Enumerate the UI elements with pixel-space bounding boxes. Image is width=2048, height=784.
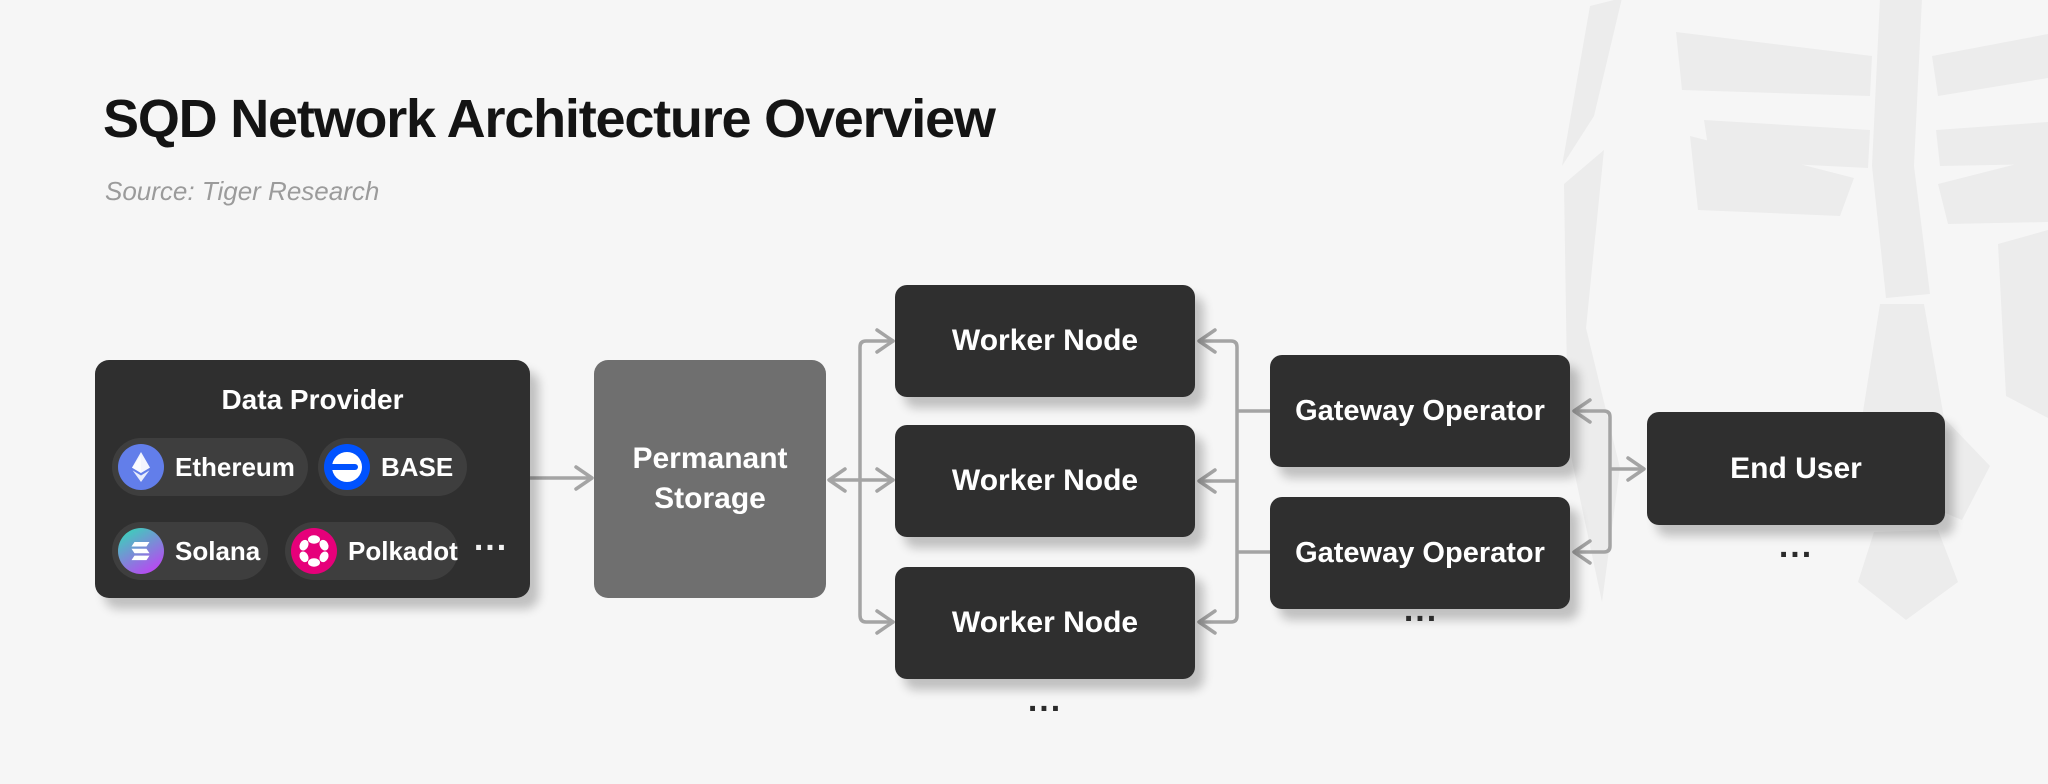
end-user-node: End User: [1647, 412, 1945, 525]
solana-icon: [118, 528, 164, 574]
more-end-users-ellipsis: ...: [1778, 527, 1814, 565]
gateway-operator-label: Gateway Operator: [1295, 394, 1545, 427]
provider-chip-polkadot: Polkadot: [285, 522, 458, 580]
arrowhead-left-icon: [1197, 609, 1217, 635]
end-user-label: End User: [1730, 451, 1862, 485]
data-provider-title: Data Provider: [221, 384, 404, 415]
worker-node-label: Worker Node: [951, 324, 1139, 357]
page-title: SQD Network Architecture Overview: [103, 89, 996, 149]
worker-node-3: Worker Node: [895, 567, 1195, 679]
connector-worker-gateway-trunk: [1201, 339, 1272, 624]
worker-node-label: Worker Node: [951, 464, 1139, 497]
chip-label: Solana: [175, 535, 261, 566]
gateway-operator-label: Gateway Operator: [1295, 536, 1545, 569]
chip-label: Polkadot: [348, 535, 458, 566]
gateway-operator-2: Gateway Operator: [1270, 497, 1570, 609]
more-workers-ellipsis: ...: [1027, 681, 1063, 719]
arrowhead-right-icon: [574, 465, 594, 491]
arrowhead-left-icon: [827, 467, 847, 493]
worker-node-label: Worker Node: [951, 606, 1139, 639]
chip-label: BASE: [381, 451, 454, 482]
polkadot-icon: [291, 528, 337, 574]
provider-chip-solana: Solana: [112, 522, 268, 580]
source-caption: Source: Tiger Research: [105, 176, 380, 206]
chip-label: Ethereum: [175, 451, 295, 482]
arrowhead-right-icon: [875, 467, 895, 493]
arrowhead-right-icon: [1626, 456, 1646, 482]
data-provider-node: Data Provider Ethereum BASE: [95, 360, 530, 598]
permanent-storage-node: Permanant Storage: [594, 360, 826, 598]
arrowhead-left-icon: [1572, 539, 1592, 565]
storage-label: Permanant Storage: [632, 442, 788, 515]
connector-gateway-enduser-trunk: [1576, 409, 1642, 554]
worker-node-2: Worker Node: [895, 425, 1195, 537]
gateway-operator-1: Gateway Operator: [1270, 355, 1570, 467]
worker-node-1: Worker Node: [895, 285, 1195, 397]
provider-chip-ethereum: Ethereum: [112, 438, 308, 496]
provider-chip-base: BASE: [318, 438, 467, 496]
arrowhead-left-icon: [1572, 398, 1592, 424]
arrowhead-right-icon: [875, 609, 895, 635]
ethereum-icon: [118, 444, 164, 490]
arrowhead-right-icon: [875, 328, 895, 354]
base-icon: [324, 444, 370, 490]
arrowhead-left-icon: [1197, 328, 1217, 354]
more-gateways-ellipsis: ...: [1403, 591, 1439, 629]
more-providers-ellipsis: ...: [473, 520, 509, 558]
connector-storage-worker-trunk: [830, 339, 895, 624]
arrowhead-left-icon: [1197, 468, 1217, 494]
